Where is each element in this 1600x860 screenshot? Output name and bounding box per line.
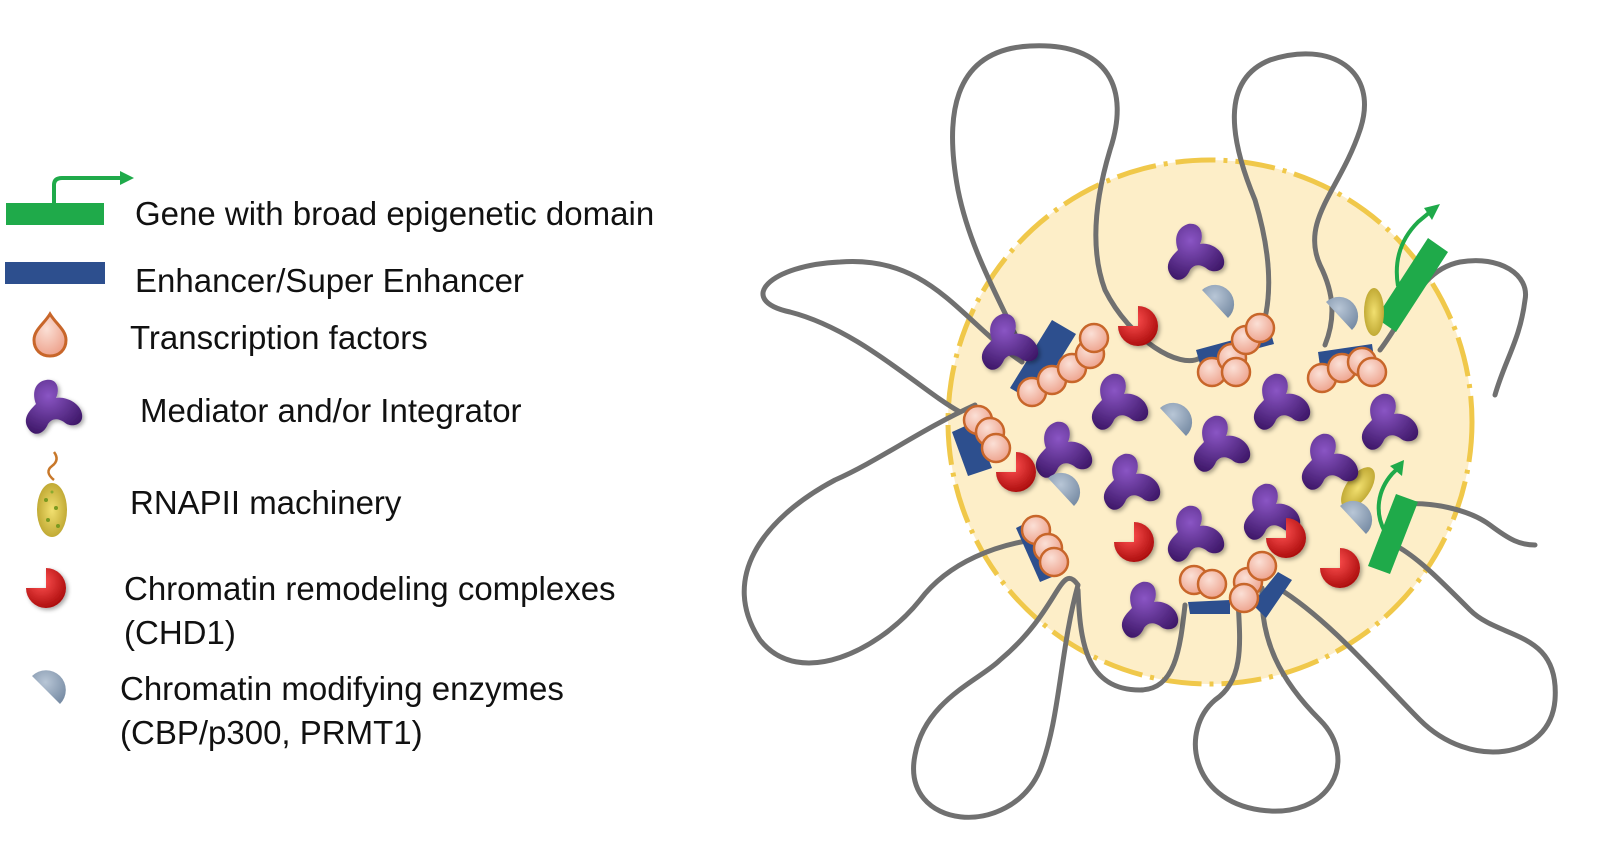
modifying-enzyme xyxy=(1340,500,1373,534)
gene xyxy=(1368,460,1418,574)
transcription-factor xyxy=(1356,356,1388,388)
enhancer xyxy=(952,422,992,476)
mediator xyxy=(1301,433,1359,490)
modifying-enzyme-icon xyxy=(32,670,66,704)
transcription-factor xyxy=(1244,312,1276,344)
remodeling-complex xyxy=(1320,548,1360,588)
transcription-factor xyxy=(1038,546,1070,578)
enhancer xyxy=(1252,572,1292,618)
mediator xyxy=(1193,415,1251,472)
modifying-enzyme xyxy=(1160,402,1193,436)
mediator xyxy=(1167,223,1225,280)
mediator xyxy=(1167,505,1225,562)
transcription-factor xyxy=(1220,356,1252,388)
legend-gene-label: Gene with broad epigenetic domain xyxy=(135,195,655,232)
transcription-factor xyxy=(1228,582,1260,614)
active-genes xyxy=(1368,204,1448,574)
mediator xyxy=(1361,393,1419,450)
transcription-factor xyxy=(1196,568,1228,600)
legend-tf-label: Transcription factors xyxy=(130,319,428,356)
transcription-factors xyxy=(962,312,1388,614)
mediators xyxy=(981,223,1419,638)
mediator xyxy=(1253,373,1311,430)
modifying-enzymes xyxy=(1048,284,1373,534)
legend-modifying-label-1: Chromatin modifying enzymes xyxy=(120,670,564,707)
enhancer-icon xyxy=(5,262,105,284)
rnapii xyxy=(1364,288,1384,336)
modifying-enzyme xyxy=(1326,296,1359,330)
mediator xyxy=(981,313,1039,370)
mediator-icon xyxy=(25,379,83,434)
legend: Gene with broad epigenetic domain Enhanc… xyxy=(0,0,720,860)
legend-modifying-label-2: (CBP/p300, PRMT1) xyxy=(120,714,423,751)
mediator xyxy=(1103,453,1161,510)
legend-mediator-label: Mediator and/or Integrator xyxy=(140,392,522,429)
gene xyxy=(1376,204,1448,332)
transcription-factor-icon xyxy=(32,311,68,358)
legend-remodeling-label-1: Chromatin remodeling complexes xyxy=(124,570,616,607)
legend-rnapii-label: RNAPII machinery xyxy=(130,484,402,521)
remodeling-complex xyxy=(1114,522,1154,562)
modifying-enzyme xyxy=(1202,284,1235,318)
remodeling-complex-icon xyxy=(26,568,66,608)
remodeling-complex xyxy=(1266,518,1306,558)
mediator xyxy=(1035,421,1093,478)
rnapii-icon xyxy=(37,451,67,537)
enhancer xyxy=(1188,600,1230,614)
remodeling-complexes xyxy=(996,306,1360,588)
transcriptional-condensate-diagram xyxy=(741,43,1558,820)
transcription-factor xyxy=(980,432,1012,464)
rnapii-machinery xyxy=(1341,288,1384,509)
mediator xyxy=(1091,373,1149,430)
legend-remodeling-label-2: (CHD1) xyxy=(124,614,236,651)
transcription-factor xyxy=(1246,550,1278,582)
legend-enhancer-label: Enhancer/Super Enhancer xyxy=(135,262,524,299)
mediator xyxy=(1121,581,1179,638)
remodeling-complex xyxy=(996,452,1036,492)
modifying-enzyme xyxy=(1048,472,1081,506)
rnapii xyxy=(1341,467,1375,509)
remodeling-complex xyxy=(1118,306,1158,346)
transcription-factor xyxy=(1078,322,1110,354)
gene-icon xyxy=(6,171,134,225)
